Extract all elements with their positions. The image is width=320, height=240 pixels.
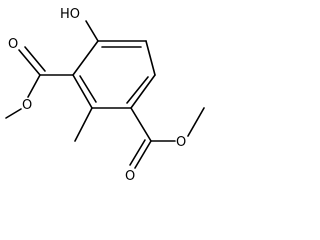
ring-bond-c3-c4: [130, 74, 156, 109]
ester1-ether-bond: [27, 74, 41, 98]
benzene-ring: [72, 40, 156, 109]
ester2-carbonyl-oxygen-label: O: [125, 169, 135, 184]
structure-diagram: HO O O O O: [5, 7, 205, 184]
ring-bond-c2-c3: [145, 40, 156, 76]
ester2-carbonyl-double: [129, 139, 146, 166]
ester1-carbonyl-oxygen-label: O: [8, 37, 18, 52]
ester1-carbonyl-bond: [18, 49, 41, 76]
ester2-ether-oxygen-label: O: [176, 135, 186, 150]
ester1-methyl-bond: [5, 108, 22, 119]
ester2-bond-ring: [130, 107, 152, 142]
ring-bond-c6-c1: [72, 40, 99, 76]
ester2-methyl-bond: [187, 107, 205, 137]
hydroxyl-label: HO: [60, 7, 80, 22]
methyl-bond: [74, 107, 93, 142]
hydroxyl-bond: [85, 20, 99, 42]
ring-double-bond-c5-c6: [79, 75, 97, 103]
ring-double-bond-c3-c4: [126, 76, 149, 104]
ester1-carbonyl-double: [24, 46, 46, 72]
ester2-carbonyl-bond: [134, 140, 152, 169]
ester1-ether-oxygen-label: O: [22, 98, 32, 113]
ring-bond-c5-c6: [72, 74, 93, 109]
